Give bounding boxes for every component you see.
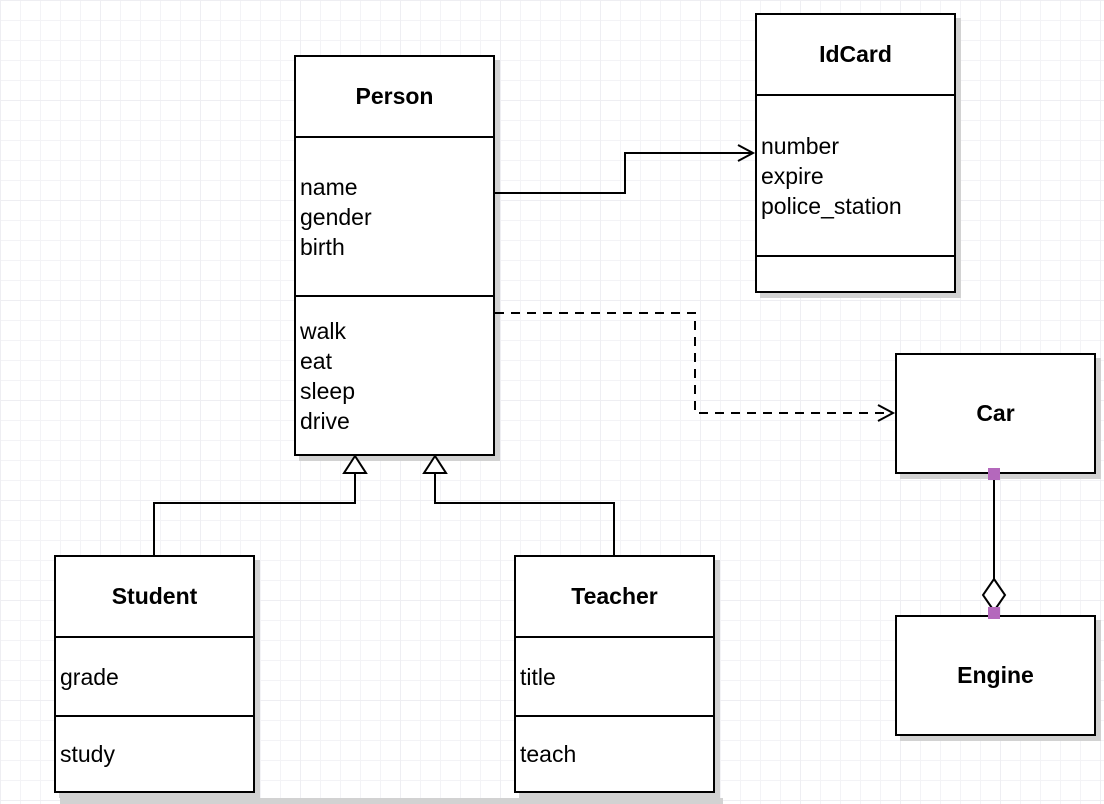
bottom-shadow-strip [60,798,723,804]
class-title: Car [976,400,1015,426]
hollow-diamond-icon [981,577,1007,613]
method-label: drive [300,407,350,434]
generalization-student-person[interactable] [153,454,368,555]
association-person-idcard[interactable] [495,144,756,194]
attribute-label: police_station [761,192,902,219]
dependency-person-car[interactable] [495,312,896,422]
methods-compartment: walk eat sleep drive [296,295,493,454]
class-person[interactable]: Person name gender birth walk eat sleep … [294,55,495,456]
class-idcard[interactable]: IdCard number expire police_station [755,13,956,293]
hollow-triangle-icon [422,454,448,474]
class-student[interactable]: Student grade study [54,555,255,793]
method-label: teach [520,741,577,767]
attribute-label: name [300,173,358,200]
class-title: Engine [957,662,1034,688]
class-title: Teacher [571,583,658,609]
methods-compartment [757,255,954,291]
attribute-label: gender [300,203,372,230]
attribute-label: title [520,663,556,690]
method-label: sleep [300,377,355,404]
class-car[interactable]: Car [895,353,1096,474]
methods-compartment: teach [516,715,713,791]
hollow-triangle-icon [342,454,368,474]
aggregation-car-engine[interactable] [981,468,1007,619]
generalization-teacher-person[interactable] [422,454,615,555]
class-engine[interactable]: Engine [895,615,1096,736]
method-label: walk [300,317,347,344]
attributes-compartment: grade [56,636,253,715]
attribute-label: grade [60,663,119,690]
class-title: IdCard [819,41,892,67]
connector-endpoint-handle[interactable] [988,468,1000,480]
methods-compartment: study [56,715,253,791]
method-label: eat [300,347,332,374]
attribute-label: expire [761,162,824,189]
class-title: Student [111,583,198,609]
class-title: Person [355,83,434,109]
attributes-compartment: number expire police_station [757,94,954,255]
attribute-label: birth [300,233,345,260]
connector-endpoint-handle[interactable] [988,607,1000,619]
attribute-label: number [761,132,839,159]
class-teacher[interactable]: Teacher title teach [514,555,715,793]
open-arrowhead-icon [877,404,896,422]
attributes-compartment: name gender birth [296,136,493,295]
open-arrowhead-icon [737,144,756,162]
attributes-compartment: title [516,636,713,715]
method-label: study [60,741,115,767]
